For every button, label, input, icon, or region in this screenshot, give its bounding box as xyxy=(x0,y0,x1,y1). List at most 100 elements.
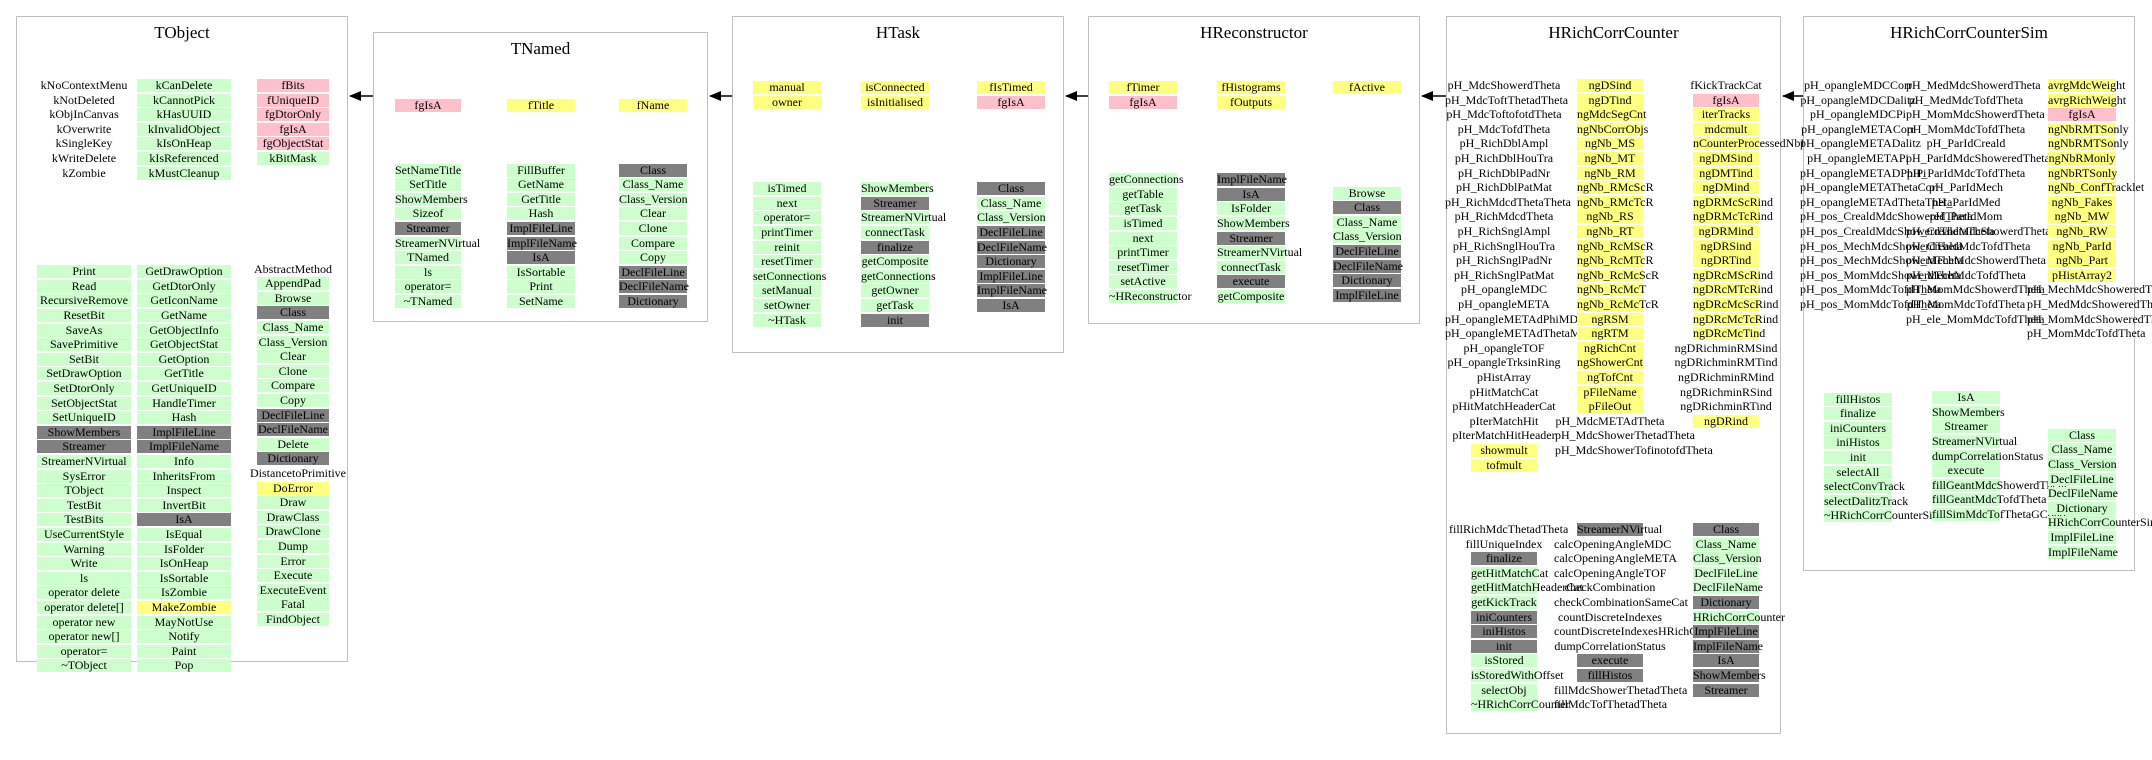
member-method: pH_MdcToftThetadTheta xyxy=(1445,92,1569,107)
member-method: ngDRichminRMSind xyxy=(1674,340,1778,355)
member-method: Inspect xyxy=(137,484,231,498)
member-method: SetTitle xyxy=(395,178,461,192)
member-method: ImplFileName xyxy=(1217,172,1287,187)
member-field: isInitialised xyxy=(861,95,929,109)
member-method: Class_Version xyxy=(619,191,688,206)
member-method: HandleTimer xyxy=(137,396,231,410)
member-field: DoError xyxy=(257,481,329,495)
member-method: getConnections xyxy=(1109,172,1184,187)
member-method: pH_RichSnglAmpl xyxy=(1457,224,1551,238)
member-method: pH_opangleMETA xyxy=(1458,297,1550,311)
member-method: GetIconName xyxy=(137,294,231,308)
member-method: pH_RichSnglPatMat xyxy=(1453,267,1554,282)
member-method: SaveAs xyxy=(37,323,131,337)
member-method: pH_opangleMETAdThetaTheta xyxy=(1800,194,1953,209)
member-method: kWriteDelete xyxy=(51,151,117,165)
member-method: fillHistos xyxy=(1824,392,1892,406)
member-method: Clear xyxy=(257,350,329,364)
member-field: isConnected xyxy=(861,81,929,94)
member-method: SavePrimitive xyxy=(37,338,131,352)
member-method: calcOpeningAngleMDC xyxy=(1554,536,1672,551)
member-method: IsFolder xyxy=(1217,202,1285,216)
member-field: ngNb_RS xyxy=(1577,210,1643,224)
member-method: kNoContextMenu xyxy=(40,78,128,92)
member-method: IsFolder xyxy=(137,542,231,556)
member-field: ngNb_RW xyxy=(2048,225,2116,238)
member-method: isStoredWithOffset xyxy=(1471,668,1564,682)
member-field: pHistArray2 xyxy=(2048,268,2116,282)
member-method: pH_ParIdCreald xyxy=(1926,136,2006,151)
member-method: ~HReconstructor xyxy=(1109,289,1192,303)
member-method: UseCurrentStyle xyxy=(37,528,131,541)
member-field: nCounterProcessedNbEvents xyxy=(1693,136,1833,151)
member-method: DrawClone xyxy=(257,525,329,539)
member-method: ngDRichminRTind xyxy=(1680,399,1772,414)
member-method: getComposite xyxy=(861,254,929,269)
member-method: pH_MdcTofdTheta xyxy=(1457,121,1551,136)
member-field: fgIsA xyxy=(2048,108,2116,122)
member-method: pH_opangleMETAPi xyxy=(1807,151,1909,165)
member-method: ShowMembers xyxy=(1693,668,1766,682)
member-method: DeclFileName xyxy=(977,239,1047,254)
member-method: IsA xyxy=(1693,654,1759,668)
member-method: HRichCorrCounter xyxy=(1693,609,1785,624)
member-method: ~HTask xyxy=(753,313,821,327)
member-method: fillGeantMdcTofdTheta xyxy=(1932,492,2047,507)
member-field: ngDRMcScRind xyxy=(1693,194,1774,209)
member-method: IsA xyxy=(137,513,231,527)
member-method: FillBuffer xyxy=(507,163,575,177)
member-method: ngDRichminRMind xyxy=(1677,370,1774,384)
member-method: DeclFileLine xyxy=(977,226,1045,239)
member-method: reinit xyxy=(753,240,821,254)
member-method: StreamerNVirtual xyxy=(1932,434,2018,448)
member-field: fgObjectStat xyxy=(257,137,329,151)
member-method: IsA xyxy=(1217,187,1285,201)
member-method: pH_ParIdMdcShoweredTheta xyxy=(1906,151,2050,165)
member-method: pH_RichSnglHouTra xyxy=(1452,238,1556,253)
member-field: ngDRcMcScRind xyxy=(1693,297,1779,311)
member-field: ngDRcMcTcRind xyxy=(1693,311,1779,326)
member-method: Streamer xyxy=(1693,683,1759,697)
member-field: ngNbCorrObjs xyxy=(1577,121,1649,136)
member-method: pH_opangleMETAThetaCorr xyxy=(1800,180,1940,195)
member-method: Compare xyxy=(619,236,687,250)
member-field: mdcmult xyxy=(1693,122,1759,136)
member-method: DeclFileName xyxy=(1693,580,1763,595)
member-method: setConnections xyxy=(753,268,827,283)
member-method: DeclFileName xyxy=(2048,486,2118,501)
member-field: ngNbRMonly xyxy=(2048,151,2116,165)
member-method: Notify xyxy=(137,630,231,644)
member-method: pH_MedMdcShoweredTheta xyxy=(2027,297,2152,311)
member-method: GetDtorOnly xyxy=(137,279,231,293)
member-method: SetDtorOnly xyxy=(37,382,131,395)
member-method: execute xyxy=(1932,464,2000,478)
member-field: ngNb_MS xyxy=(1577,137,1643,151)
member-method: init xyxy=(1471,639,1537,653)
member-field: ngNb_RcMcScR xyxy=(1577,267,1659,282)
member-method: IsA xyxy=(507,251,575,265)
member-method: Pop xyxy=(137,659,231,673)
member-method: Dictionary xyxy=(1333,274,1401,288)
member-method: SetNameTitle xyxy=(395,162,462,177)
member-method: execute xyxy=(1217,275,1285,289)
class-title: HRichCorrCounter xyxy=(1548,23,1679,42)
member-method: pH_RichDblAmpl xyxy=(1459,136,1549,151)
member-method: RecursiveRemove xyxy=(37,294,131,308)
member-method: Class_Name xyxy=(977,196,1045,210)
member-field: ngTofCnt xyxy=(1577,371,1643,384)
member-method: kMustCleanup xyxy=(137,166,231,180)
member-field: pFileOut xyxy=(1577,400,1643,414)
member-method: Clone xyxy=(619,222,687,235)
member-method: FindObject xyxy=(257,613,329,626)
member-method: InheritsFrom xyxy=(137,469,231,483)
member-method: isTimed xyxy=(753,182,821,196)
member-method: getHitMatchHeaderCat xyxy=(1471,580,1583,595)
member-field: fgIsA xyxy=(1693,93,1759,107)
member-method: Dump xyxy=(257,540,329,553)
member-method: DeclFileName xyxy=(257,422,329,437)
member-method: fillGeantMdcShowerdTheta xyxy=(1932,477,2067,492)
member-method: pH_ParIdMech xyxy=(1929,180,2003,195)
member-field: ngDRMcTcRind xyxy=(1693,209,1773,224)
member-method: InvertBit xyxy=(137,498,231,512)
